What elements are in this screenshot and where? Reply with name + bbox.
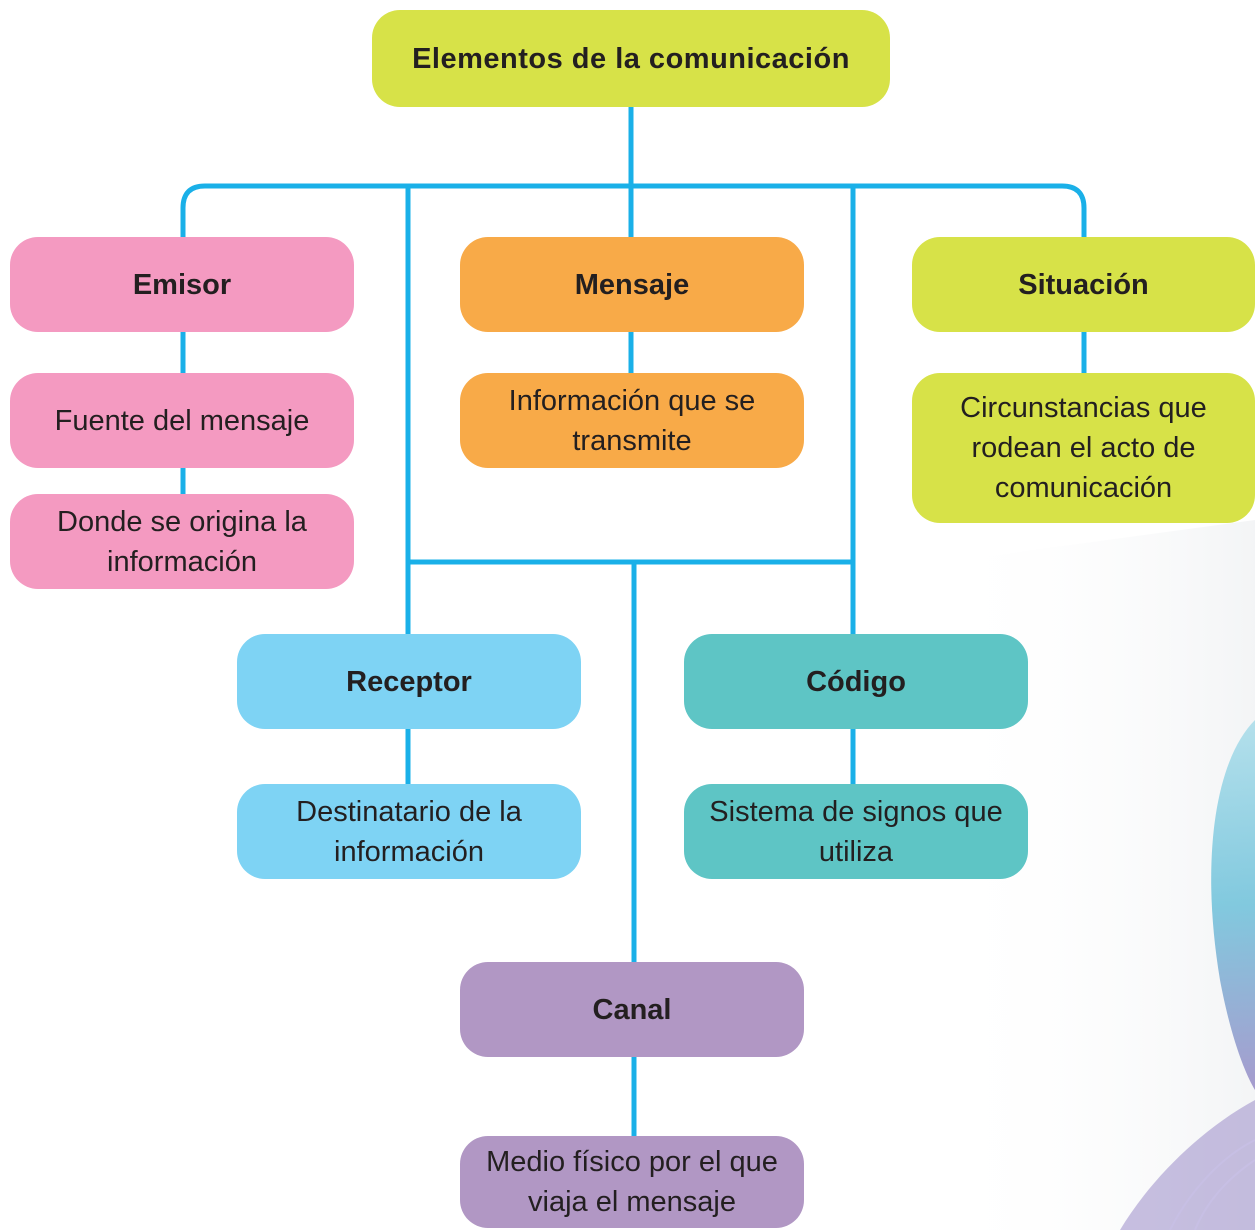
- codigo-detail-box: Sistema de signos que utiliza: [684, 784, 1028, 879]
- diagram-title: Elementos de la comunicación: [412, 42, 850, 75]
- codigo-label: Código: [806, 665, 906, 698]
- canal-detail-box: Medio físico por el que viaja el mensaje: [460, 1136, 804, 1228]
- canal-box: Canal: [460, 962, 804, 1057]
- receptor-box: Receptor: [237, 634, 581, 729]
- canal-detail-text: Medio físico por el que viaja el mensaje: [486, 1146, 778, 1218]
- emisor-detail-text: Donde se origina la información: [57, 505, 307, 578]
- situacion-detail-text: Circunstancias que rodean el acto de com…: [960, 392, 1207, 504]
- receptor-detail-box: Destinatario de la información: [237, 784, 581, 879]
- mensaje-detail-text: Información que se transmite: [508, 384, 756, 457]
- title-box: Elementos de la comunicación: [372, 10, 890, 107]
- codigo-box: Código: [684, 634, 1028, 729]
- emisor-detail-box: Fuente del mensaje: [10, 373, 354, 468]
- situacion-label: Situación: [1018, 268, 1149, 301]
- situacion-detail-box: Circunstancias que rodean el acto de com…: [912, 373, 1255, 523]
- codigo-detail-text: Sistema de signos que utiliza: [709, 795, 1003, 868]
- mensaje-box: Mensaje: [460, 237, 804, 332]
- emisor-box: Emisor: [10, 237, 354, 332]
- emisor-detail-box: Donde se origina la información: [10, 494, 354, 589]
- mensaje-detail-box: Información que se transmite: [460, 373, 804, 468]
- receptor-detail-text: Destinatario de la información: [296, 795, 522, 868]
- emisor-label: Emisor: [132, 268, 232, 301]
- receptor-label: Receptor: [346, 665, 472, 698]
- mensaje-label: Mensaje: [574, 268, 690, 301]
- situacion-box: Situación: [912, 237, 1255, 332]
- emisor-detail-text: Fuente del mensaje: [54, 404, 310, 437]
- canal-label: Canal: [592, 993, 672, 1026]
